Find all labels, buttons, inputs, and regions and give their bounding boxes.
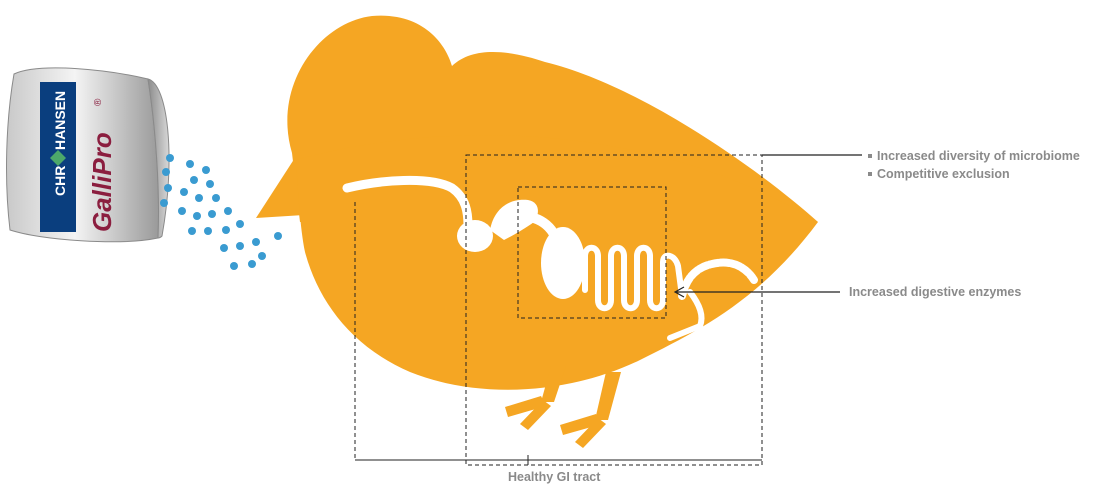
gallipro-bag: CHR HANSEN GalliPro ® <box>7 68 170 242</box>
bag-body <box>7 68 159 242</box>
annotation-microbiome: Increased diversity of microbiome <box>868 148 1080 165</box>
bullet-icon <box>868 172 872 176</box>
bullet-icon <box>868 154 872 158</box>
chick <box>256 16 818 448</box>
gizzard <box>541 227 585 299</box>
crop <box>457 220 493 252</box>
annotation-digestive-enzymes: Increased digestive enzymes <box>849 284 1021 301</box>
product-name: GalliPro <box>87 132 117 232</box>
registered-mark: ® <box>93 98 104 106</box>
healthy-gi-tract-label: Healthy GI tract <box>508 469 600 486</box>
brand-line2: HANSEN <box>52 91 68 150</box>
annotation-competitive-exclusion: Competitive exclusion <box>868 166 1010 183</box>
brand-line1: CHR <box>52 166 68 196</box>
